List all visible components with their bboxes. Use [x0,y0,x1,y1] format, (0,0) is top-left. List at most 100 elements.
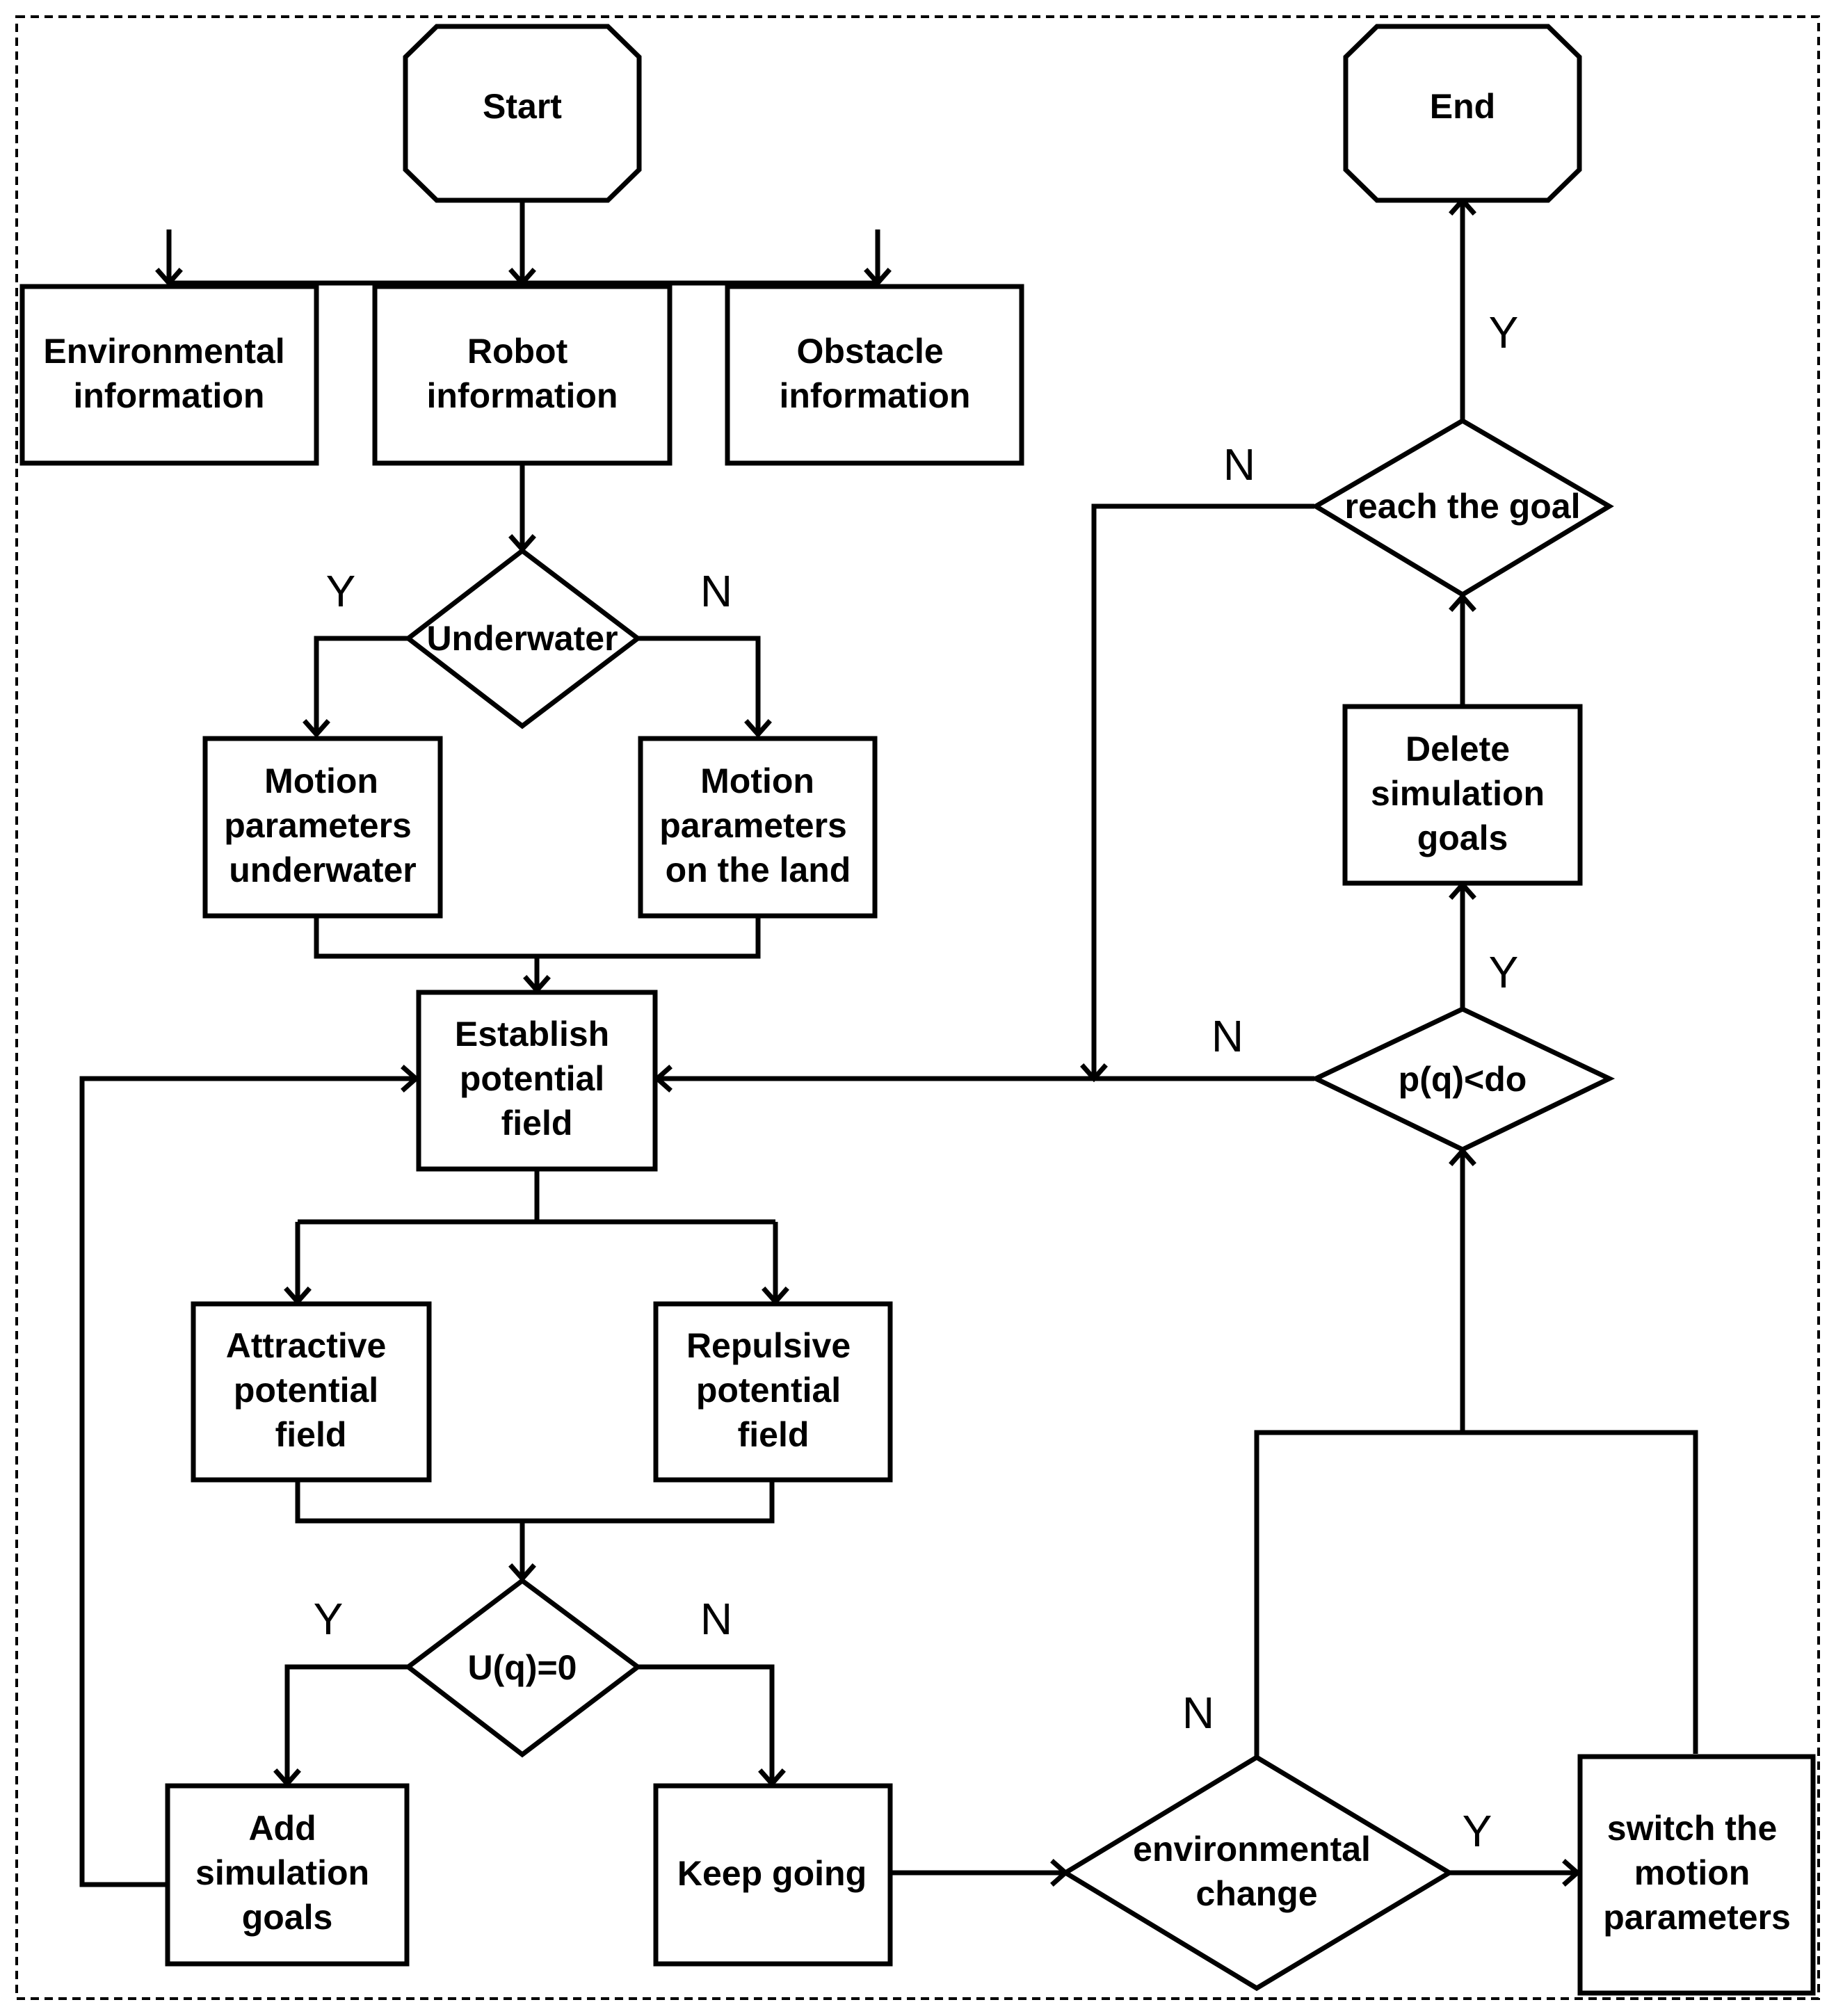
motion-land-line-3: on the land [666,850,851,889]
robot-info-box: Robot information [372,284,673,466]
add-goals-line-1: Add [248,1809,316,1848]
arrowhead-reach-no-down [1080,1063,1108,1083]
repulsive-line-1: Repulsive [686,1326,851,1365]
connector-branch-verticals [166,229,880,282]
env-info-box: Environmental information [19,284,319,466]
switch-line-1: switch the [1607,1809,1777,1848]
connector-uq-yes [284,1664,408,1784]
connector-fields-merge [295,1480,775,1579]
pq-no-label: N [1211,1011,1243,1061]
uq-no-label: N [700,1594,732,1644]
start-terminal: Start [403,24,642,203]
keep-going-box: Keep going [653,1783,893,1967]
end-label: End [1430,87,1495,126]
reach-goal-label: reach the goal [1345,487,1581,526]
svg-text:Robot information: Robot information [427,332,618,415]
establish-line-2: potential [460,1059,604,1098]
underwater-label: Underwater [426,619,618,658]
switch-line-2: motion [1634,1853,1750,1892]
establish-line-1: Establish [455,1015,609,1054]
obstacle-info-box: Obstacle information [725,284,1024,466]
env-change-yes-label: Y [1463,1806,1492,1856]
motion-land-line-2: parameters [659,806,847,845]
delete-goals-line-2: simulation [1371,774,1545,813]
switch-line-3: parameters [1603,1898,1791,1937]
switch-params-box: switch the motion parameters [1577,1754,1816,1996]
connector-establish-split [295,1169,778,1302]
establish-field-box: Establish potential field [416,990,658,1172]
attractive-field-box: Attractive potential field [191,1301,432,1483]
connector-underwater-yes [314,636,408,734]
robot-info-line-1: Robot [467,332,568,371]
connector-underwater-no [638,636,761,734]
arrowhead-motion-underwater [303,719,330,739]
env-change-no-label: N [1182,1688,1214,1738]
svg-text:Environmental informatio: Environmental information [43,332,294,415]
attractive-line-3: field [275,1415,347,1454]
uq-label: U(q)=0 [468,1648,577,1687]
env-change-line-1: environmental [1133,1830,1371,1869]
arrowhead-env-info [155,268,183,287]
attractive-line-1: Attractive [226,1326,387,1365]
arrowhead-motion-land [744,719,772,739]
branch-labels: Y N Y N N Y N Y N Y [314,307,1519,1856]
connector-reach-no [1091,503,1314,1079]
motion-underwater-box: Motion parameters underwater [202,736,443,919]
svg-text:Motion parameters: Motion parameters on the land [659,761,857,889]
svg-text:Repulsive potential: Repulsive potential field [686,1326,860,1454]
motion-underwater-line-3: underwater [229,850,417,889]
reach-no-label: N [1223,440,1255,490]
connectors [79,200,1698,1887]
start-label: Start [483,87,562,126]
motion-land-line-1: Motion [700,761,814,800]
reach-yes-label: Y [1489,307,1519,357]
obstacle-info-line-1: Obstacle [796,332,943,371]
connector-uq-no [638,1664,775,1784]
establish-line-3: field [501,1104,573,1143]
env-change-line-1-2: change [1195,1874,1317,1913]
obstacle-info-line-2: information [780,376,971,415]
pq-label: p(q)<do [1399,1060,1527,1099]
connector-add-goals-loop [79,1076,416,1887]
pq-decision: p(q)<do [1310,1006,1616,1152]
add-goals-line-3: goals [242,1898,333,1937]
env-info-line-1: Environmental [43,332,284,371]
env-info-line-2: information [74,376,265,415]
keep-going-label: Keep going [677,1854,867,1893]
arrowhead-robot-info [508,268,536,287]
repulsive-line-2: potential [696,1371,841,1410]
robot-info-line-2: information [427,376,618,415]
reach-goal-decision: reach the goal [1311,417,1614,598]
delete-goals-line-1: Delete [1406,729,1510,768]
svg-text:switch the motion: switch the motion parameters [1603,1809,1791,1937]
svg-text:Obstacle information: Obstacle information [780,332,971,415]
uq-yes-label: Y [314,1594,344,1644]
uq-decision: U(q)=0 [404,1577,642,1758]
pq-yes-label: Y [1489,947,1519,997]
svg-text:Add simulation goa: Add simulation goals [195,1809,379,1937]
arrowhead-switch-params [1562,1859,1581,1887]
attractive-line-2: potential [234,1371,378,1410]
delete-goals-box: Delete simulation goals [1342,704,1583,886]
add-goals-box: Add simulation goals [165,1783,410,1967]
end-terminal: End [1343,24,1582,203]
svg-text:Motion parameters: Motion parameters underwater [224,761,421,889]
arrowhead-obstacle-info [864,268,892,287]
svg-text:Establish potential: Establish potential field [455,1015,619,1143]
underwater-decision: Underwater [404,547,642,729]
repulsive-field-box: Repulsive potential field [653,1301,893,1483]
delete-goals-line-3: goals [1417,819,1508,857]
motion-land-box: Motion parameters on the land [638,736,878,919]
repulsive-line-3: field [738,1415,810,1454]
underwater-yes-label: Y [326,566,356,616]
env-change-decision: environmental change [1061,1754,1454,1992]
svg-text:environmental change: environmental change [1133,1830,1380,1913]
underwater-no-label: N [700,566,732,616]
add-goals-line-2: simulation [195,1853,369,1892]
motion-underwater-line-2: parameters [224,806,412,845]
arrowhead-establish-left [401,1065,420,1092]
motion-underwater-line-1: Motion [264,761,378,800]
connector-motion-merge [314,916,761,990]
svg-text:Delete simulation: Delete simulation goals [1371,729,1554,857]
